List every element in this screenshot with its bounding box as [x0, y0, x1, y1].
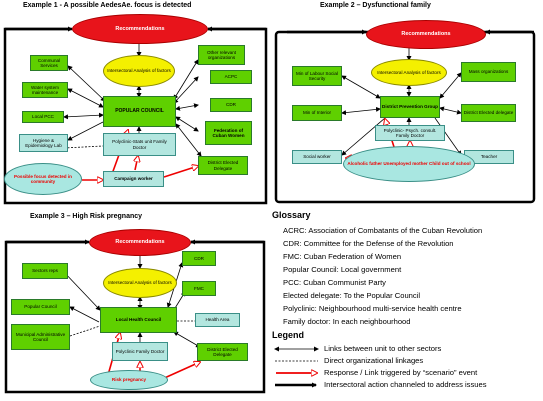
glossary-item: Polyclinic: Neighbourhood multi-service … [283, 304, 462, 313]
ex3-municipal-council: Municipal Administrative Council [11, 324, 70, 350]
glossary-item: Elected delegate: To the Popular Council [283, 291, 421, 300]
ex1-campaign-worker: Campaign worker [103, 171, 164, 187]
ex1-other-organizations: Other relevant organizations [198, 45, 245, 65]
ex2-intersectoral-analysis: Intersectoral Analysis of factors [371, 59, 447, 86]
ex2-recommendations: Recommendations [366, 20, 486, 49]
legend-item-links: Links between unit to other sectors [324, 344, 442, 353]
ex3-cdr: CDR [182, 251, 216, 266]
glossary-item: Popular Council: Local government [283, 265, 402, 274]
ex1-local-pcc: Local PCC [22, 111, 64, 123]
glossary-item: ACRC: Association of Combatants of the C… [283, 226, 483, 235]
ex1-federation-cuban-women: Federation of Cuban Women [205, 121, 252, 145]
ex1-hygiene-lab: Hygiene & Epidemiology Lab [19, 134, 68, 152]
example-1-title: Example 1 - A possible AedesAe. focus is… [23, 2, 192, 9]
ex1-water-system: Water system maintenance [22, 82, 68, 98]
ex3-health-area: Health Area [195, 313, 240, 327]
ex2-mass-organizations: Mass organizations [461, 62, 516, 82]
ex3-polyclinic: Polyclinic Family Doctor [112, 342, 168, 361]
ex2-family-situation: Alcoholic father Unemployed mother Child… [343, 146, 475, 182]
ex3-fmc: FMC [182, 281, 216, 296]
ex1-cdr: CDR [210, 98, 252, 112]
legend-item-intersectoral: Intersectoral action channeled to addres… [324, 380, 487, 389]
ex1-district-delegate: District Elected Delegate [198, 156, 248, 175]
ex1-intersectoral-analysis: Intersectoral Analysis of factors [103, 55, 175, 87]
ex2-min-labour: Min of Labour Social Security [292, 66, 342, 86]
glossary-item: CDR: Committee for the Defense of the Re… [283, 239, 454, 248]
ex1-popular-council: POPULAR COUNCIL [103, 96, 176, 127]
ex1-polyclinic: Polyclinic-Stats unit Family Doctor [103, 133, 176, 156]
glossary-heading: Glossary [272, 210, 311, 220]
ex3-district-delegate: District Elected Delegate [197, 343, 248, 361]
ex1-acpc: ACPC [210, 70, 252, 84]
glossary-item: PCC: Cuban Communist Party [283, 278, 386, 287]
ex2-polyclinic: Polyclinic- Psych. consult. Family Docto… [375, 125, 445, 141]
ex3-sectors-reps: Sectors reps [22, 263, 68, 279]
ex2-social-worker: Social worker [292, 150, 342, 164]
ex3-local-health-council: Local Health Council [100, 307, 177, 333]
glossary-item: FMC: Cuban Federation of Women [283, 252, 402, 261]
ex3-recommendations: Recommendations [89, 229, 191, 256]
legend-item-response: Response / Link triggered by “scenario” … [324, 368, 478, 377]
ex3-intersectoral-analysis: Intersectoral Analysis of factors [103, 268, 177, 298]
ex1-recommendations: Recommendations [72, 14, 208, 44]
ex1-possible-focus: Possible focus detected in community [4, 163, 82, 195]
example-3-title: Example 3 – High Risk pregnancy [30, 213, 143, 220]
ex2-district-delegate: District Elected delegate [461, 104, 516, 122]
ex3-risk-pregnancy: Risk pregnancy [90, 370, 168, 390]
glossary-item: Family doctor: In each neighbourhood [283, 317, 411, 326]
ex2-prevention-group: District Prevention Group [380, 96, 440, 118]
legend-heading: Legend [272, 330, 305, 340]
example-2-title: Example 2 – Dysfunctional family [320, 2, 431, 9]
ex1-communal-services: Communal Services [30, 55, 68, 71]
legend-item-direct: Direct organizational linkages [324, 356, 424, 365]
ex3-popular-council: Popular Council [11, 299, 70, 315]
ex2-min-interior: Min of Interior [292, 105, 342, 121]
ex2-teacher: Teacher [464, 150, 514, 164]
